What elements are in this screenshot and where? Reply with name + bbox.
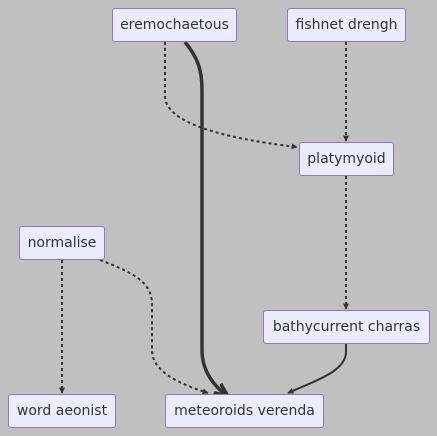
node-meteoroids-verenda[interactable]: meteoroids verenda [165, 394, 324, 428]
edge-eremochaetous-platymyoid [164, 42, 298, 150]
node-platymyoid[interactable]: platymyoid [299, 142, 394, 176]
node-normalise[interactable]: normalise [19, 226, 105, 260]
node-word-aeonist[interactable]: word aeonist [8, 394, 116, 428]
edge-normalise-meteoroids-verenda [99, 259, 209, 395]
node-eremochaetous[interactable]: eremochaetous [112, 8, 237, 42]
node-bathycurrent-charras[interactable]: bathycurrent charras [263, 310, 430, 344]
edge-eremochaetous-meteoroids-verenda [183, 40, 226, 395]
node-fishnet-drengh[interactable]: fishnet drengh [287, 8, 406, 42]
edge-bathycurrent-charras-meteoroids-verenda [287, 344, 347, 394]
